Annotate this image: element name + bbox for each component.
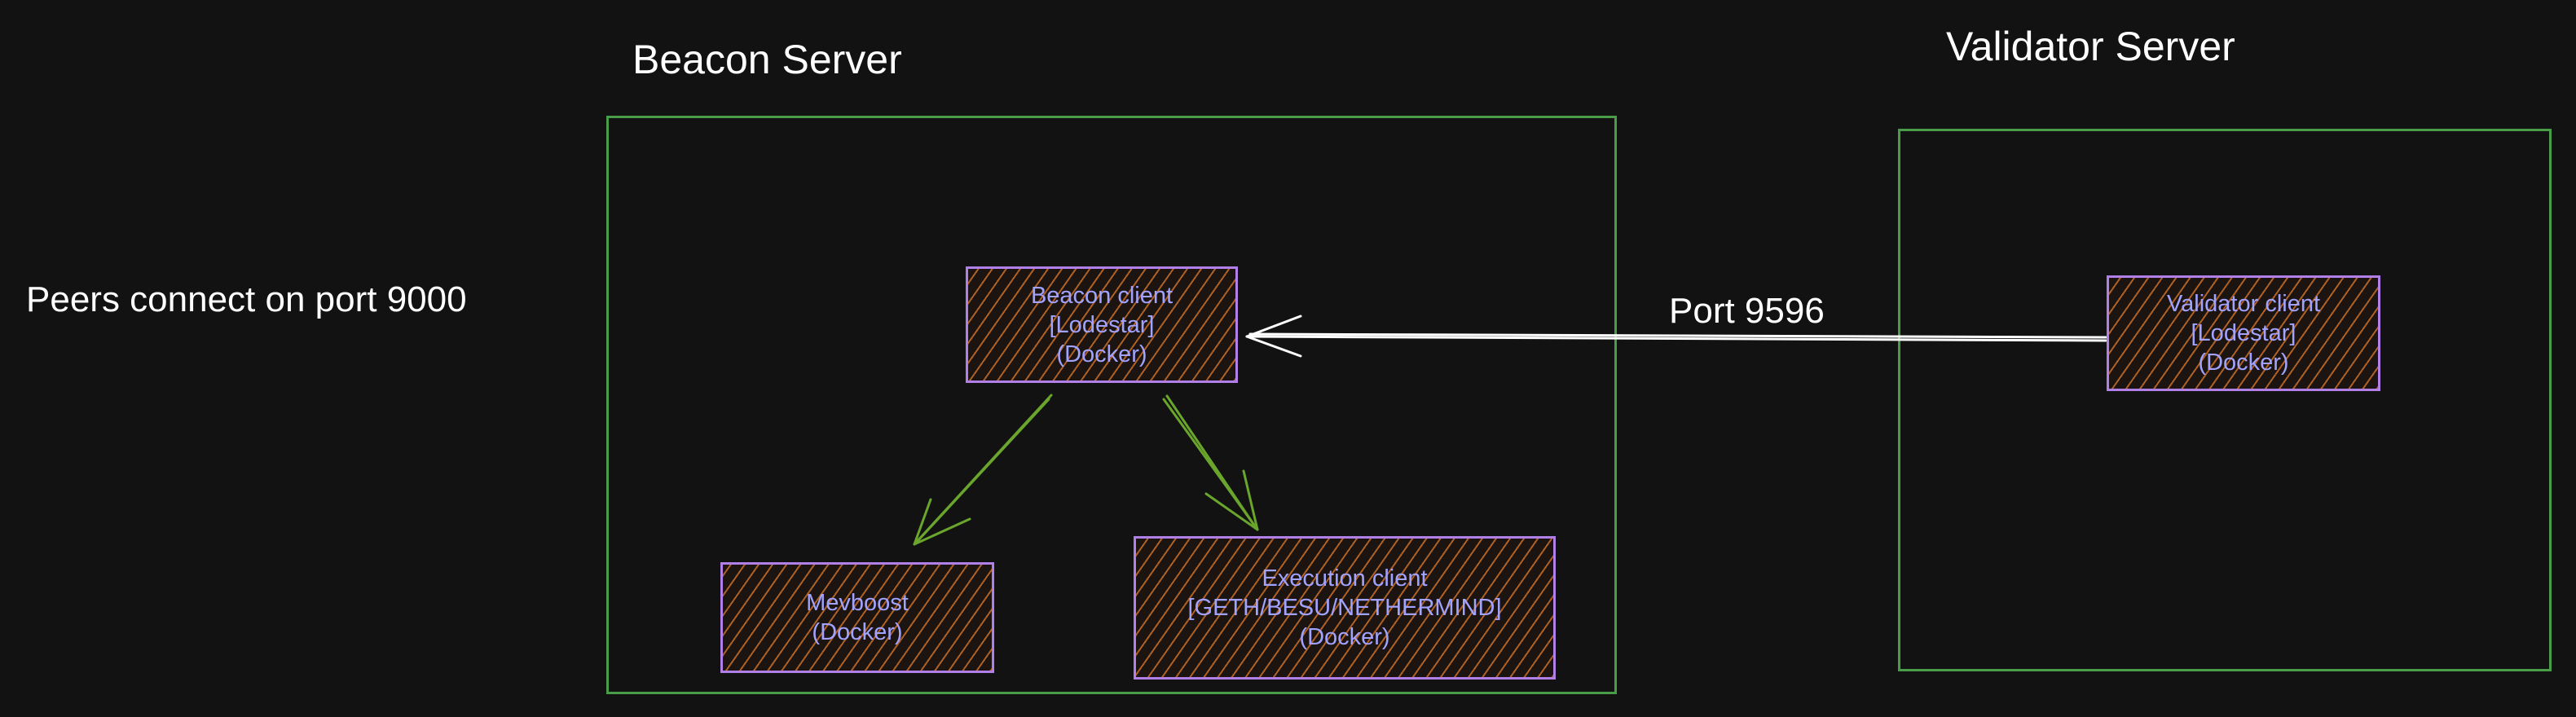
validator-client-impl: [Lodestar] [2191,320,2296,346]
beacon-client-name: Beacon client [1030,282,1174,309]
validator-client-label: Validator client [Lodestar] (Docker) [2167,289,2320,377]
beacon-client-impl: [Lodestar] [1049,311,1155,338]
beacon-client-runtime: (Docker) [1056,341,1147,367]
beacon-server-box [606,116,1617,694]
beacon-server-title: Beacon Server [632,37,902,82]
execution-client-impl: [GETH/BESU/NETHERMIND] [1187,595,1502,621]
execution-client-runtime: (Docker) [1299,624,1390,650]
validator-client-runtime: (Docker) [2198,350,2289,376]
mevboost-node: Mevboost (Docker) [720,562,994,673]
validator-client-name: Validator client [2166,291,2321,317]
validator-client-node: Validator client [Lodestar] (Docker) [2107,275,2380,391]
beacon-client-node: Beacon client [Lodestar] (Docker) [966,266,1238,383]
execution-client-label: Execution client [GETH/BESU/NETHERMIND] … [1187,564,1501,652]
beacon-client-label: Beacon client [Lodestar] (Docker) [1031,281,1173,369]
validator-server-title: Validator Server [1946,24,2235,69]
mevboost-name: Mevboost [806,590,909,616]
execution-client-node: Execution client [GETH/BESU/NETHERMIND] … [1134,536,1556,680]
mevboost-label: Mevboost (Docker) [806,588,909,647]
mevboost-runtime: (Docker) [812,619,903,645]
validator-server-box [1898,129,2552,671]
peers-note: Peers connect on port 9000 [26,279,467,319]
execution-client-name: Execution client [1262,565,1428,592]
port-label: Port 9596 [1669,291,1825,331]
